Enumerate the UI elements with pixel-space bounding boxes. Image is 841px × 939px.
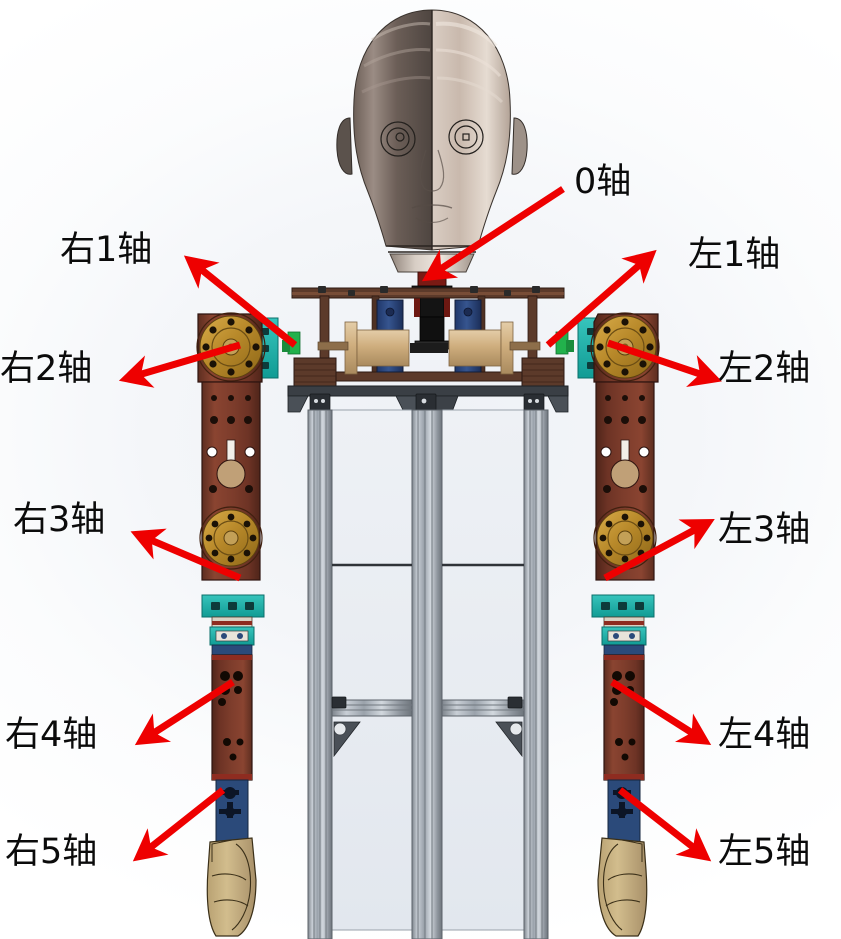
label-axis-0: 0轴 [574,162,632,202]
label-axis-right-2: 右2轴 [0,349,93,389]
arrow-axis-left-2 [606,339,722,388]
robot-head [336,9,528,273]
arrow-axis-right-2 [118,341,241,388]
label-axis-right-5: 右5轴 [5,832,98,872]
left-arm [555,312,660,937]
arrow-axis-left-4 [610,679,712,746]
right-arm [196,312,301,937]
arrow-axis-right-4 [134,679,235,746]
torso-shaft [317,321,541,375]
label-axis-left-3: 左3轴 [718,510,811,550]
left-eye [380,121,416,157]
label-axis-left-2: 左2轴 [718,349,811,389]
label-axis-left-5: 左5轴 [718,832,811,872]
robot-hand-left [597,837,648,937]
arrow-axis-left-1 [545,249,657,348]
harmonic-drive-gear-right-elbow [199,506,263,570]
arrow-axis-right-1 [183,255,298,348]
label-axis-left-1: 左1轴 [688,235,781,275]
arrow-axis-0 [421,186,565,282]
label-axis-right-3: 右3轴 [13,500,106,540]
robot-hand-right [206,837,257,937]
label-axis-right-1: 右1轴 [60,230,153,270]
arrow-axis-left-3 [603,519,715,582]
label-axis-left-4: 左4轴 [718,715,811,755]
label-axis-right-4: 右4轴 [5,715,98,755]
harmonic-drive-gear-left-elbow [593,506,657,570]
arrow-axis-right-3 [130,528,242,582]
aluminum-extrusion-column [307,409,549,939]
base-plate [287,385,569,413]
right-eye [448,119,484,155]
arrow-axis-right-5 [132,787,226,862]
arrow-axis-left-5 [617,787,712,862]
